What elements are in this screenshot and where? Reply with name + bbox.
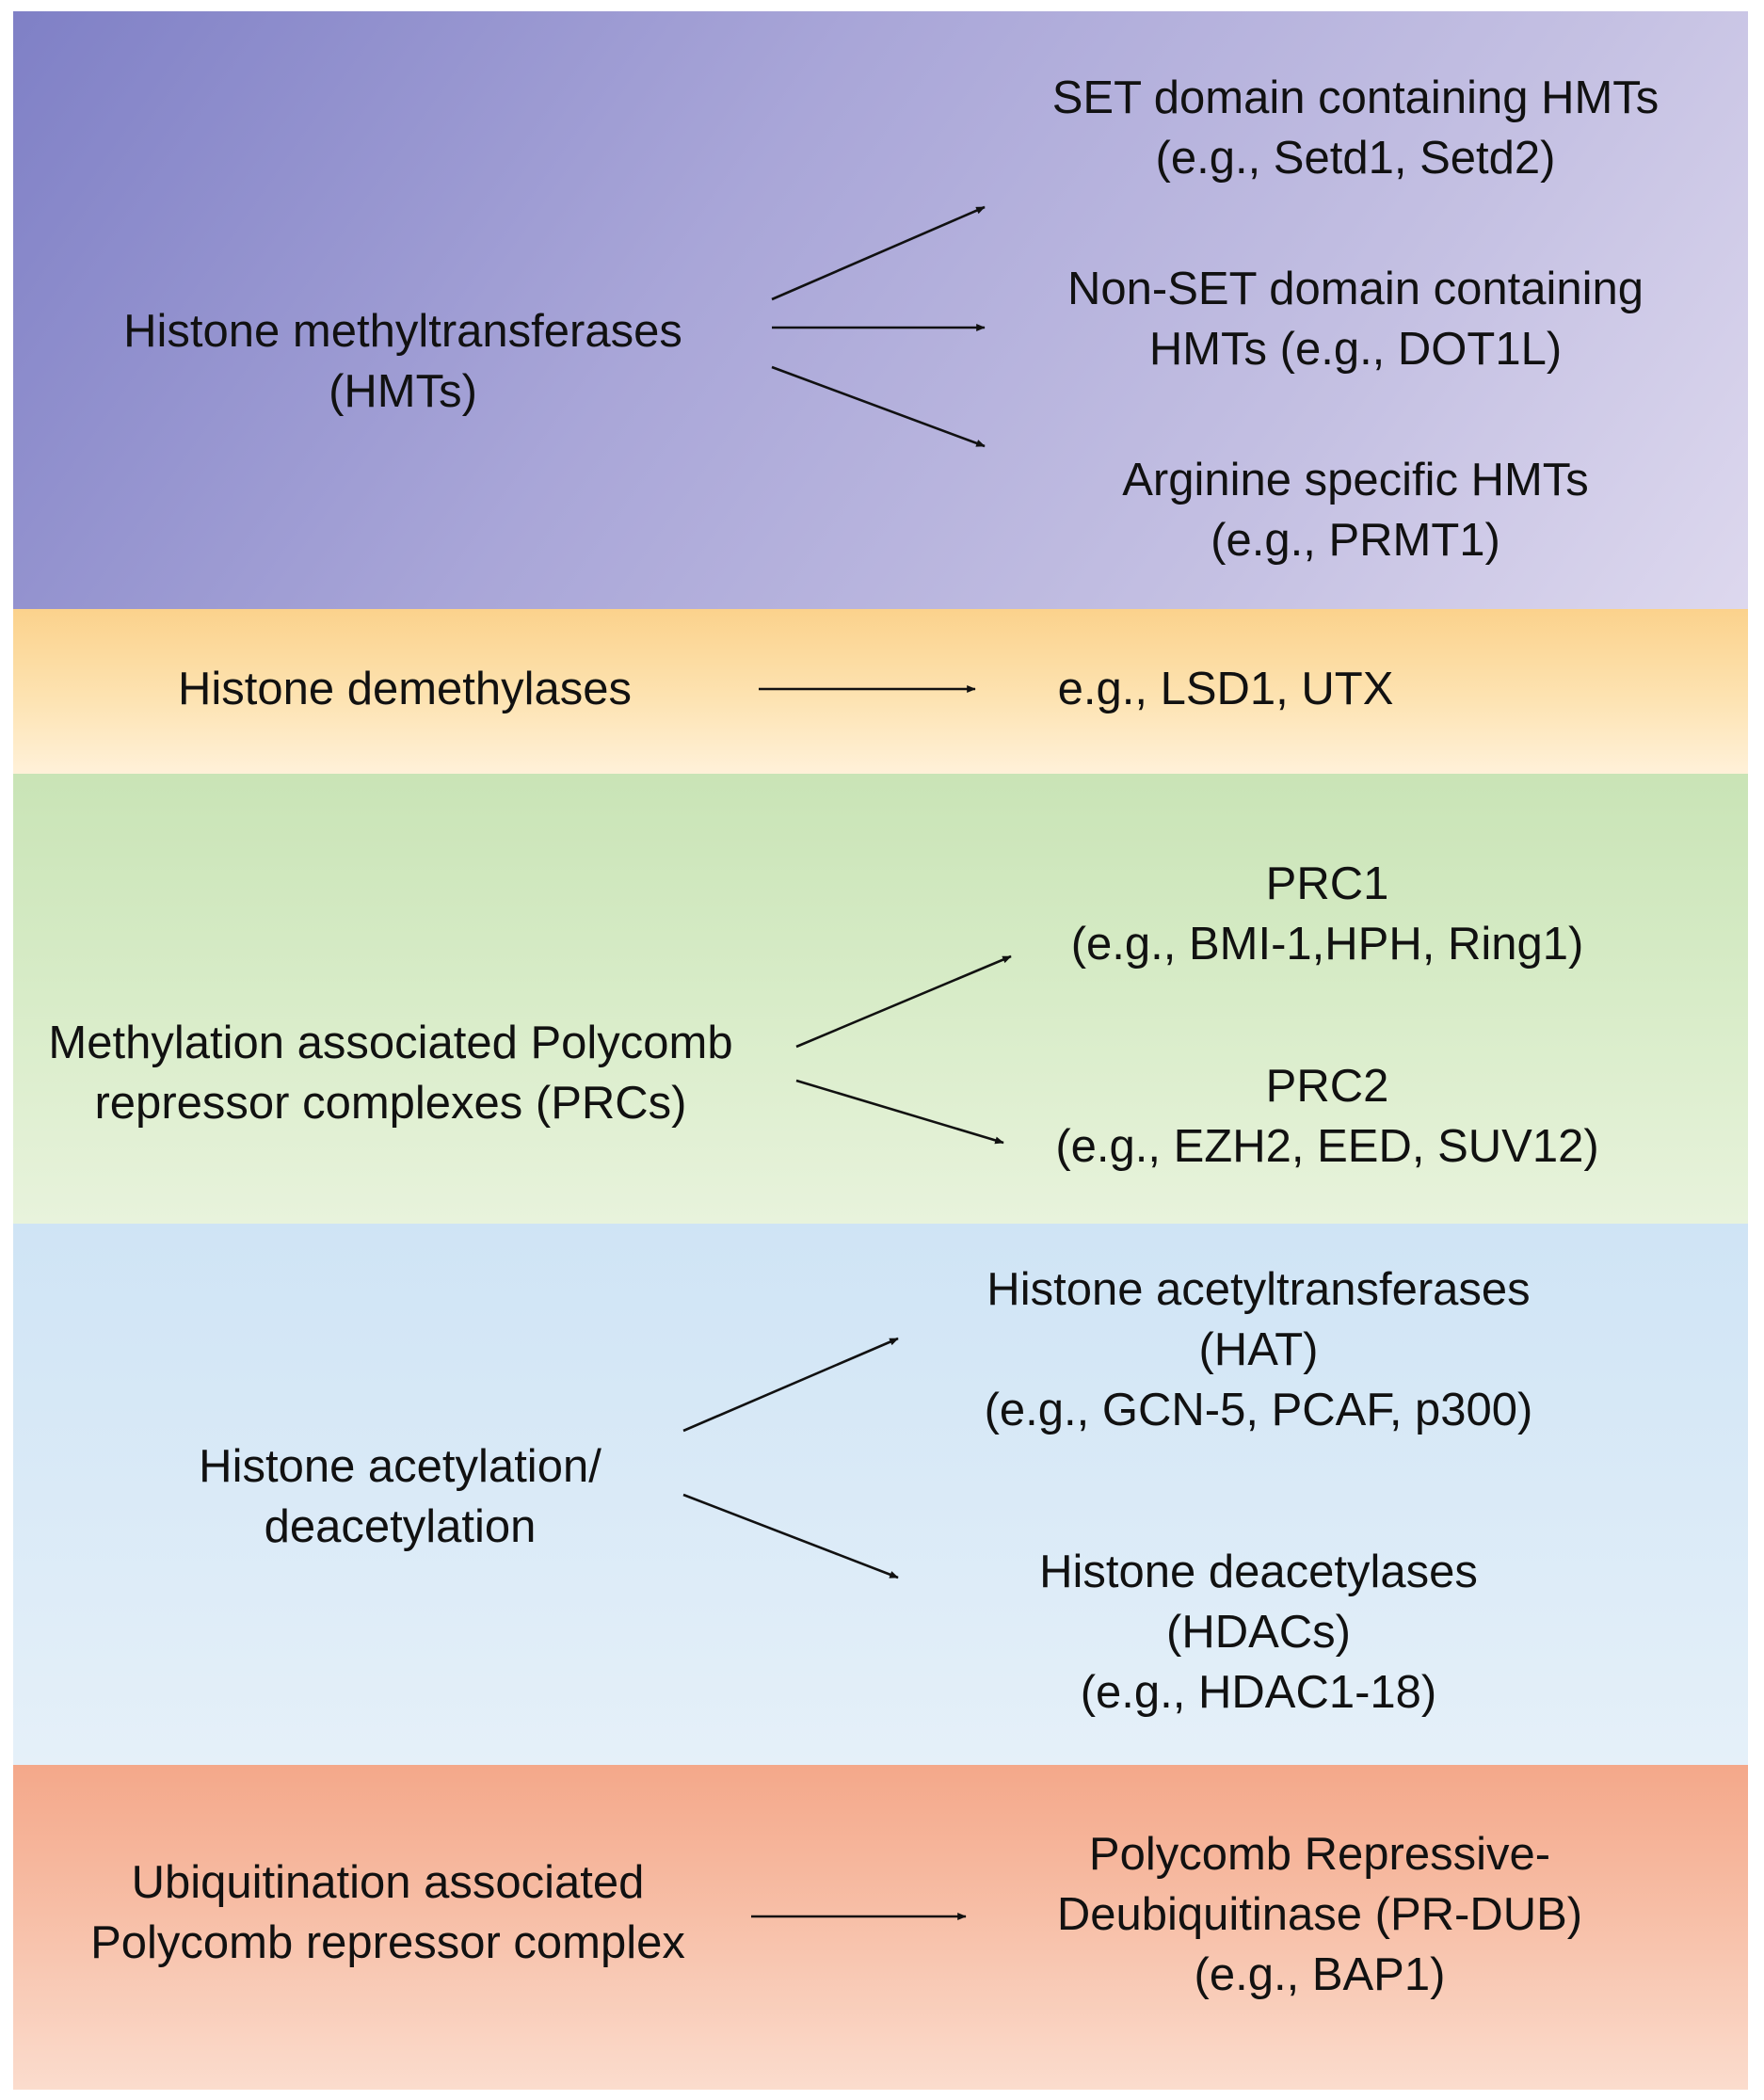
acetylation-target-hdacs-line-3: (e.g., HDAC1-18) — [1080, 1667, 1437, 1718]
hmt-target-non-set-domain-line-2: HMTs (e.g., DOT1L) — [1148, 324, 1563, 375]
prc-target-prc2: PRC2 (e.g., EZH2, EED, SUV12) — [1055, 1056, 1598, 1177]
acetylation-target-hdacs: Histone deacetylases (HDACs) (e.g., HDAC… — [1039, 1542, 1478, 1723]
prc-target-prc1: PRC1 (e.g., BMI-1,HPH, Ring1) — [1071, 854, 1584, 974]
acetylation-source-line-2: deacetylation — [264, 1501, 537, 1552]
prc-target-prc2-line-1: PRC2 — [1265, 1061, 1389, 1112]
ubiquitination-target-pr-dub: Polycomb Repressive- Deubiquitinase (PR-… — [1057, 1824, 1582, 2005]
acetylation-target-hat-line-2: (HAT) — [1198, 1324, 1319, 1375]
hmt-target-arginine-specific-line-2: (e.g., PRMT1) — [1211, 515, 1500, 566]
prc-target-prc2-line-2: (e.g., EZH2, EED, SUV12) — [1055, 1121, 1599, 1172]
demethylases-source-label: Histone demethylases — [178, 659, 632, 719]
acetylation-target-hdacs-line-2: (HDACs) — [1166, 1607, 1351, 1658]
acetylation-target-hdacs-line-1: Histone deacetylases — [1039, 1547, 1478, 1597]
prc-source-line-1: Methylation associated Polycomb — [48, 1018, 733, 1068]
hmt-target-set-domain: SET domain containing HMTs (e.g., Setd1,… — [1052, 68, 1660, 188]
prc-source-label: Methylation associated Polycomb represso… — [48, 1013, 732, 1133]
acetylation-source-line-1: Histone acetylation/ — [199, 1441, 601, 1492]
prc-target-prc1-line-1: PRC1 — [1265, 858, 1389, 909]
hmt-target-arginine-specific-line-1: Arginine specific HMTs — [1122, 455, 1589, 505]
hmt-target-set-domain-line-2: (e.g., Setd1, Setd2) — [1155, 133, 1556, 184]
ubiquitination-source-line-2: Polycomb repressor complex — [90, 1917, 685, 1968]
section-demethylases-band — [13, 609, 1748, 774]
acetylation-target-hat-line-1: Histone acetyltransferases — [986, 1264, 1531, 1315]
demethylases-target-examples: e.g., LSD1, UTX — [1058, 659, 1394, 719]
ubiquitination-source-label: Ubiquitination associated Polycomb repre… — [90, 1852, 685, 1973]
demethylases-source-line-1: Histone demethylases — [177, 664, 633, 714]
hmt-target-arginine-specific: Arginine specific HMTs (e.g., PRMT1) — [1122, 450, 1589, 570]
hmt-target-set-domain-line-1: SET domain containing HMTs — [1051, 72, 1660, 123]
acetylation-source-label: Histone acetylation/ deacetylation — [199, 1436, 601, 1557]
prc-source-line-2: repressor complexes (PRCs) — [94, 1078, 687, 1129]
demethylases-target-line-1: e.g., LSD1, UTX — [1057, 664, 1394, 714]
hmt-source-line-2: (HMTs) — [329, 366, 477, 417]
hmt-source-line-1: Histone methyltransferases — [123, 306, 682, 357]
section-ubiquitination-band — [13, 1765, 1748, 2090]
acetylation-target-hat: Histone acetyltransferases (HAT) (e.g., … — [985, 1259, 1533, 1440]
section-hmt-band — [13, 11, 1748, 609]
ubiquitination-target-pr-dub-line-2: Deubiquitinase (PR-DUB) — [1056, 1889, 1583, 1940]
ubiquitination-source-line-1: Ubiquitination associated — [131, 1857, 645, 1908]
hmt-target-non-set-domain: Non-SET domain containing HMTs (e.g., DO… — [1067, 259, 1644, 379]
prc-target-prc1-line-2: (e.g., BMI-1,HPH, Ring1) — [1070, 919, 1584, 970]
hmt-source-label: Histone methyltransferases (HMTs) — [123, 301, 682, 422]
ubiquitination-target-pr-dub-line-1: Polycomb Repressive- — [1088, 1829, 1551, 1880]
hmt-target-non-set-domain-line-1: Non-SET domain containing — [1067, 264, 1644, 314]
acetylation-target-hat-line-3: (e.g., GCN-5, PCAF, p300) — [984, 1385, 1533, 1435]
ubiquitination-target-pr-dub-line-3: (e.g., BAP1) — [1194, 1949, 1446, 2000]
